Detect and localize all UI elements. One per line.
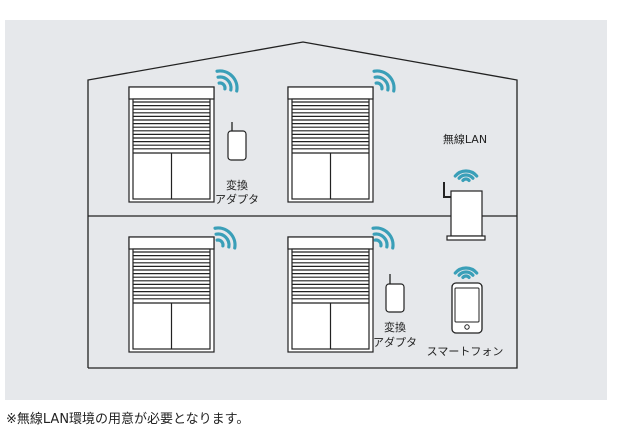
wifi-signal-icon [213, 226, 237, 250]
shutter-window [128, 86, 215, 203]
wifi-signal-icon [371, 226, 395, 250]
adapter-label-line1: 変換 [226, 178, 248, 192]
wifi-signal-icon [372, 69, 396, 93]
footnote: ※無線LAN環境の用意が必要となります。 [6, 412, 250, 427]
shutter-window [287, 86, 374, 203]
adapter-device-lower [385, 274, 405, 313]
smartphone-label: スマートフォン [427, 345, 504, 358]
adapter-label-line1: 変換 [384, 320, 406, 334]
smartphone-icon [451, 282, 483, 334]
adapter-device-upper [227, 122, 247, 161]
wifi-signal-icon [453, 169, 479, 183]
shutter-window [287, 236, 374, 353]
adapter-label-line2: アダプタ [373, 335, 417, 349]
wifi-signal-icon [215, 69, 239, 93]
wifi-router-icon [443, 182, 486, 241]
adapter-label-line2: アダプタ [215, 192, 259, 206]
wifi-signal-icon [453, 266, 479, 280]
router-label: 無線LAN [443, 132, 487, 146]
shutter-window [128, 236, 215, 353]
house-outline [87, 41, 518, 369]
